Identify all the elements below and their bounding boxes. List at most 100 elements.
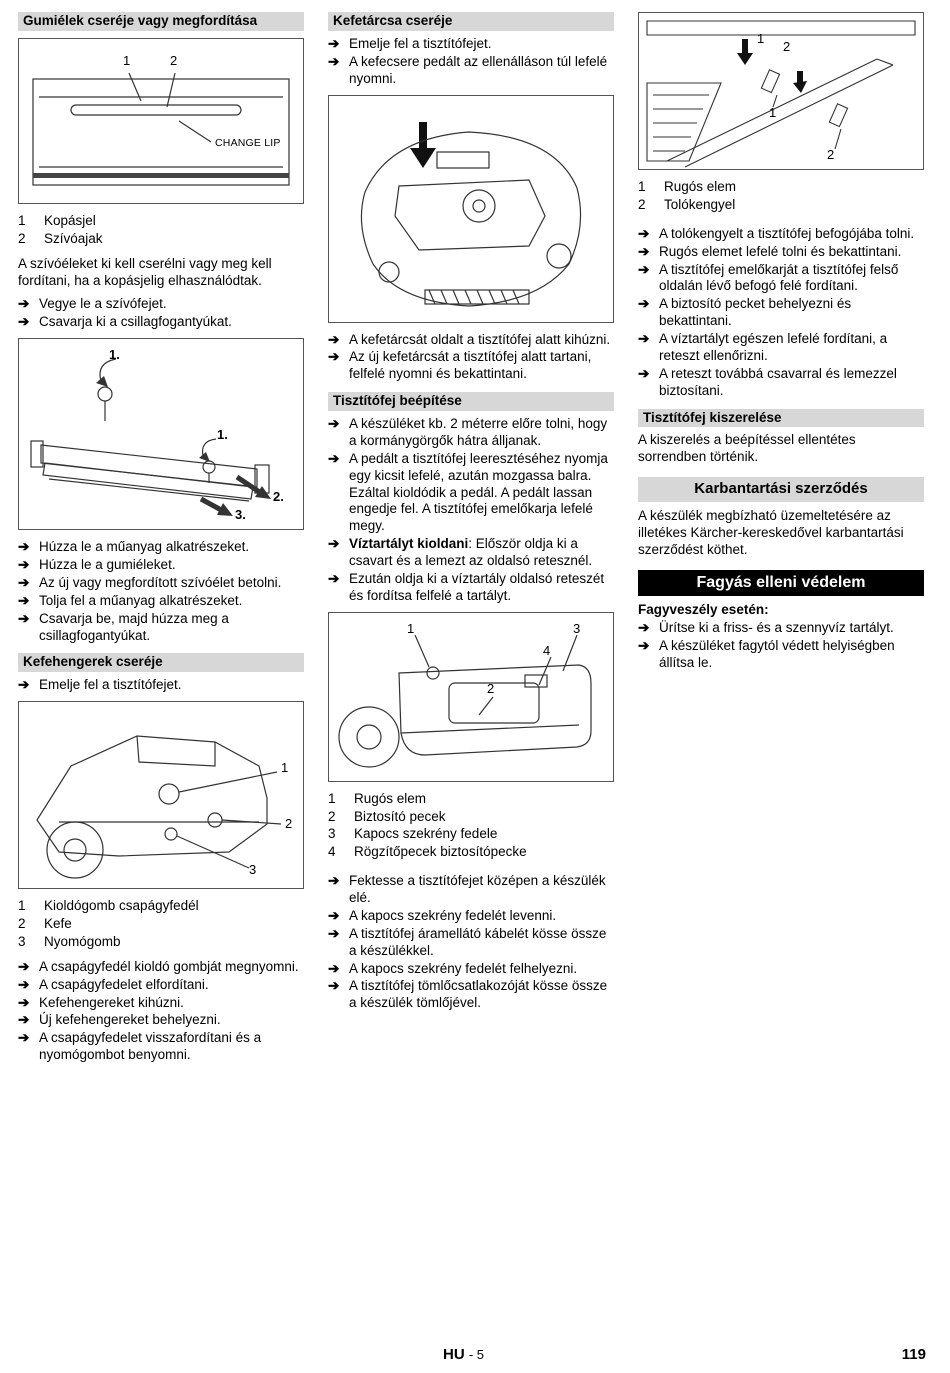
step-item: ➔ A tisztítófej emelőkarját a tisztítófe… (638, 262, 924, 296)
step-text: Rugós elemet lefelé tolni és bekattintan… (659, 243, 902, 259)
step-item: ➔ A csapágyfedelet visszafordítani és a … (18, 1030, 304, 1064)
cleaning-head-drawing (360, 121, 582, 307)
step-item: ➔ Új kefehengereket behelyezni. (18, 1012, 304, 1029)
legend-number: 2 (328, 808, 336, 824)
figure-label: 2 (487, 680, 495, 696)
arrow-bullet-icon: ➔ (18, 958, 30, 974)
arrow-bullet-icon: ➔ (328, 960, 340, 976)
arrow-bullet-icon: ➔ (638, 331, 650, 346)
step-item: ➔ A pedált a tisztítófej leeresztéséhez … (328, 451, 614, 535)
figure-label: 2 (170, 52, 178, 68)
legend-number: 2 (18, 916, 26, 931)
step-list: ➔ A kefetárcsát oldalt a tisztítófej ala… (328, 332, 614, 384)
step-item: ➔ A víztartályt egészen lefelé fordítani… (638, 331, 924, 365)
step-item: ➔ Csavarja ki a csillagfogantyúkat. (18, 314, 304, 331)
legend-text: Rugós elem (354, 790, 427, 806)
section-heading-gumielek: Gumiélek cseréje vagy megfordítása (18, 12, 304, 31)
legend-number: 1 (18, 898, 26, 914)
body-paragraph: A készülék megbízható üzemeltetésére az … (638, 507, 904, 557)
figure-label: 1 (281, 760, 289, 776)
footer-language-page: HU - 5 (443, 1346, 484, 1365)
figure-squeegee-bar: 1. 1. 2. 3. (18, 338, 304, 531)
arrow-bullet-icon: ➔ (18, 610, 30, 626)
step-item: ➔ Kefehengereket kihúzni. (18, 995, 304, 1012)
section-heading-beepites: Tisztítófej beépítése (328, 392, 614, 411)
step-text: Emelje fel a tisztítófejet. (349, 35, 492, 51)
legend-item: 4 Rögzítőpecek biztosítópecke (328, 844, 614, 861)
figure-label: 1. (109, 347, 120, 363)
arrow-bullet-icon: ➔ (18, 557, 30, 572)
step-item: ➔ A kapocs szekrény fedelét felhelyezni. (328, 961, 614, 978)
section-heading-kiszereles: Tisztítófej kiszerelése (638, 408, 924, 428)
arrow-bullet-icon: ➔ (638, 365, 650, 381)
legend-text: Tolókengyel (664, 196, 736, 212)
step-text: A kapocs szekrény fedelét levenni. (349, 907, 557, 923)
step-item: ➔ Csavarja be, majd húzza meg a csillagf… (18, 611, 304, 645)
step-list: ➔ Húzza le a műanyag alkatrészeket. ➔ Hú… (18, 539, 304, 644)
arrow-bullet-icon: ➔ (18, 314, 30, 330)
step-list: ➔ Ürítse ki a friss- és a szennyvíz tart… (638, 620, 924, 672)
legend-text: Szívóajak (44, 230, 103, 246)
figure-push-handle: 1 2 1 2 (638, 12, 924, 170)
step-item: ➔ Tolja fel a műanyag alkatrészeket. (18, 593, 304, 610)
step-text: Csavarja be, majd húzza meg a csillagfog… (39, 610, 229, 643)
step-text: A tisztítófej tömlőcsatlakozóját kösse ö… (349, 978, 608, 1011)
legend-number: 2 (638, 196, 646, 212)
arrow-bullet-icon: ➔ (18, 677, 30, 693)
arrow-bullet-icon: ➔ (18, 1030, 30, 1046)
step-text: Húzza le a műanyag alkatrészeket. (39, 539, 250, 555)
step-item: ➔ A kefecsere pedált az ellenálláson túl… (328, 54, 614, 88)
arrow-bullet-icon: ➔ (328, 450, 340, 466)
figure-label: 1 (407, 620, 415, 636)
figure-brush-disc-head (328, 94, 614, 323)
legend-list: 1 Rugós elem 2 Tolókengyel (638, 179, 924, 214)
step-text-rest: : Először oldja ki a csavart és a lemezt… (349, 536, 593, 568)
figure-label: 1 (757, 31, 765, 46)
figure-label: 2 (285, 816, 293, 832)
legend-text: Biztosító pecek (354, 808, 446, 824)
step-text: Az új kefetárcsát a tisztítófej alatt ta… (349, 349, 592, 382)
step-item: ➔ Fektesse a tisztítófejet középen a kés… (328, 873, 614, 907)
step-text: A csapágyfedelet visszafordítani és a ny… (39, 1030, 262, 1063)
step-item: ➔ Az új kefetárcsát a tisztítófej alatt … (328, 349, 614, 383)
figure-change-lip: 1 2 CHANGE LIP (18, 37, 304, 204)
step-list: ➔ Emelje fel a tisztítófejet. ➔ A kefecs… (328, 36, 614, 88)
step-text: A tisztítófej emelőkarját a tisztítófej … (659, 261, 899, 294)
warning-label: Fagyveszély esetén: (638, 601, 769, 617)
arrow-bullet-icon: ➔ (328, 35, 340, 51)
step-item: ➔ Húzza le a gumiéleket. (18, 557, 304, 574)
arrow-bullet-icon: ➔ (328, 331, 340, 347)
step-item: ➔ Az új vagy megfordított szívóélet beto… (18, 575, 304, 592)
figure-label: 1 (123, 52, 131, 68)
step-list: ➔ Vegye le a szívófejet. ➔ Csavarja ki a… (18, 296, 304, 331)
footer-page-number: 119 (901, 1346, 926, 1364)
figure-label: 2. (273, 489, 284, 505)
step-item: ➔ A készüléket fagytól védett helyiségbe… (638, 638, 924, 672)
legend-item: 2 Biztosító pecek (328, 809, 614, 826)
arrow-bullet-icon: ➔ (328, 873, 340, 889)
footer-language: HU (443, 1346, 465, 1364)
footer-page-marker: - 5 (468, 1347, 485, 1363)
step-item: ➔ Víztartályt kioldani: Először oldja ki… (328, 536, 614, 570)
water-tank-drawing (338, 634, 592, 768)
step-list: ➔ A tolókengyelt a tisztítófej befogójáb… (638, 226, 924, 400)
step-item: ➔ A tisztítófej áramellátó kábelét kösse… (328, 926, 614, 960)
step-item: ➔ A biztosító pecket behelyezni és bekat… (638, 296, 924, 330)
step-item: ➔ Ürítse ki a friss- és a szennyvíz tart… (638, 620, 924, 637)
arrow-bullet-icon: ➔ (328, 349, 340, 365)
step-text-bold: Víztartályt kioldani (349, 536, 469, 552)
arrow-bullet-icon: ➔ (18, 592, 30, 608)
legend-text: Nyomógomb (44, 933, 121, 949)
column-right: 1 2 1 2 1 Rugós elem 2 Tolókengyel ➔ A t… (638, 12, 924, 1068)
legend-item: 2 Kefe (18, 916, 304, 933)
legend-text: Kioldógomb csapágyfedél (44, 898, 199, 914)
figure-label: 1. (217, 427, 228, 443)
arrow-bullet-icon: ➔ (638, 243, 650, 259)
step-text: Új kefehengereket behelyezni. (39, 1012, 221, 1028)
step-text: A kapocs szekrény fedelét felhelyezni. (349, 960, 578, 976)
step-text: Víztartályt kioldani: Először oldja ki a… (349, 536, 614, 570)
arrow-bullet-icon: ➔ (18, 296, 30, 312)
step-text: Az új vagy megfordított szívóélet betoln… (39, 574, 282, 590)
section-heading-fagyas: Fagyás elleni védelem (638, 569, 924, 596)
legend-number: 4 (328, 844, 336, 860)
